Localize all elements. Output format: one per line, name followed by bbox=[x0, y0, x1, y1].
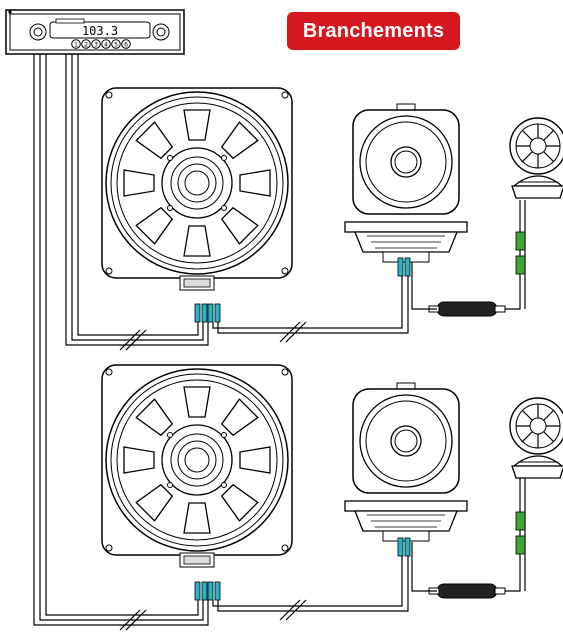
tweeter-icon bbox=[509, 397, 563, 479]
preset-label: 3 bbox=[94, 42, 98, 49]
wiring bbox=[33, 54, 526, 631]
crossover-filter-icon bbox=[428, 583, 506, 599]
preset-button bbox=[101, 39, 111, 49]
tweeter-icon bbox=[509, 117, 563, 199]
midrange-speaker-icon bbox=[344, 103, 468, 263]
preset-button bbox=[111, 39, 121, 49]
preset-label: 4 bbox=[104, 42, 108, 49]
connector-icon bbox=[194, 303, 208, 323]
preset-button bbox=[81, 39, 91, 49]
preset-label: 1 bbox=[74, 42, 78, 49]
preset-label: 2 bbox=[84, 42, 88, 49]
preset-label: 6 bbox=[124, 42, 128, 49]
connector-icon bbox=[515, 231, 526, 555]
woofer-icon bbox=[101, 364, 293, 568]
preset-button bbox=[121, 39, 131, 49]
connector-icon bbox=[207, 581, 221, 601]
preset-button bbox=[91, 39, 101, 49]
preset-button bbox=[71, 39, 81, 49]
page-title: Branchements bbox=[287, 12, 460, 50]
preset-label: 5 bbox=[114, 42, 118, 49]
connector-icon bbox=[194, 581, 208, 601]
woofer-icon bbox=[101, 87, 293, 291]
connector-icon bbox=[207, 303, 221, 323]
radio-display: 103.3 bbox=[82, 24, 118, 38]
crossover-filter-icon bbox=[428, 301, 506, 317]
midrange-speaker-icon bbox=[344, 382, 468, 542]
